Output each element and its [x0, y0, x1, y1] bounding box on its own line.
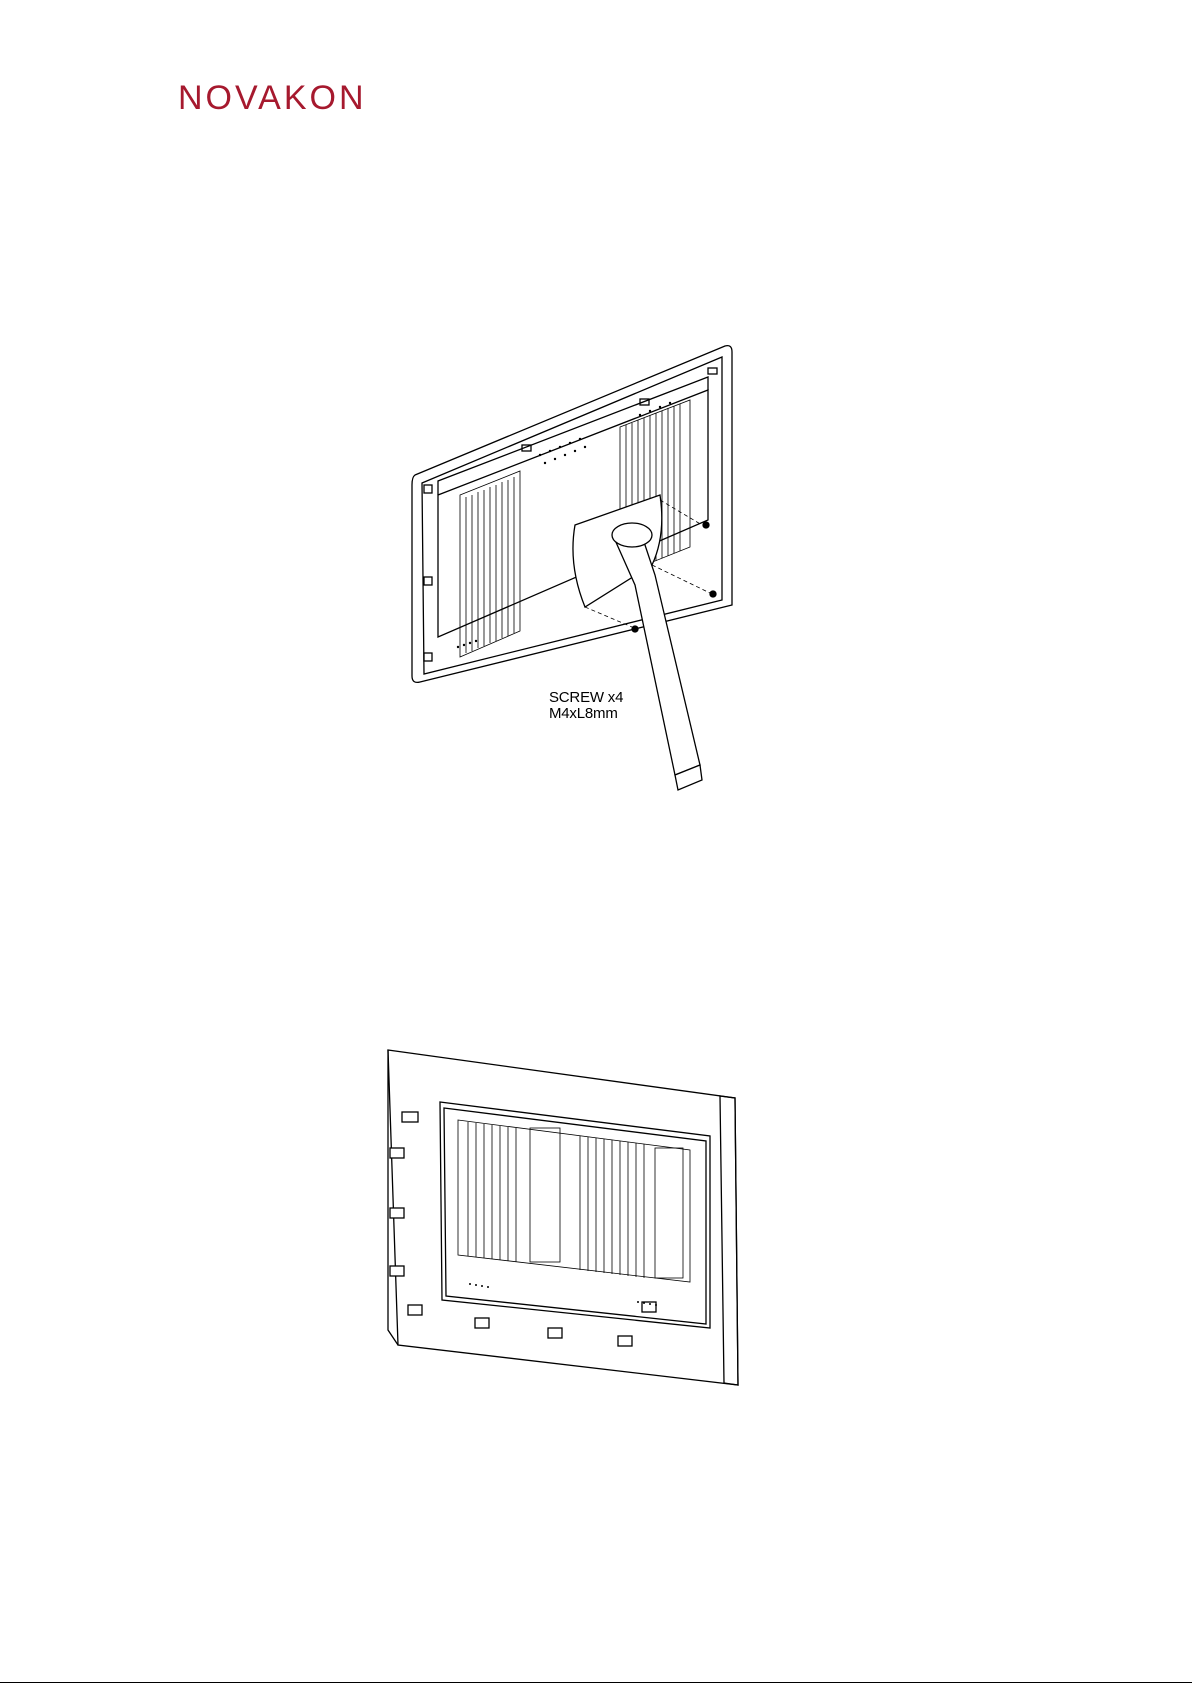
panel-mount-illustration — [380, 1040, 800, 1390]
novakon-logo: NOVAKON — [178, 78, 410, 112]
callout-line-2: M4xL8mm — [549, 706, 623, 722]
logo-text: NOVAKON — [178, 79, 367, 112]
callout-line-1: SCREW x4 — [549, 690, 623, 706]
vesa-mount-illustration — [370, 335, 790, 795]
footer-rule — [0, 1682, 1192, 1683]
screw-callout: SCREW x4 M4xL8mm — [549, 690, 623, 722]
